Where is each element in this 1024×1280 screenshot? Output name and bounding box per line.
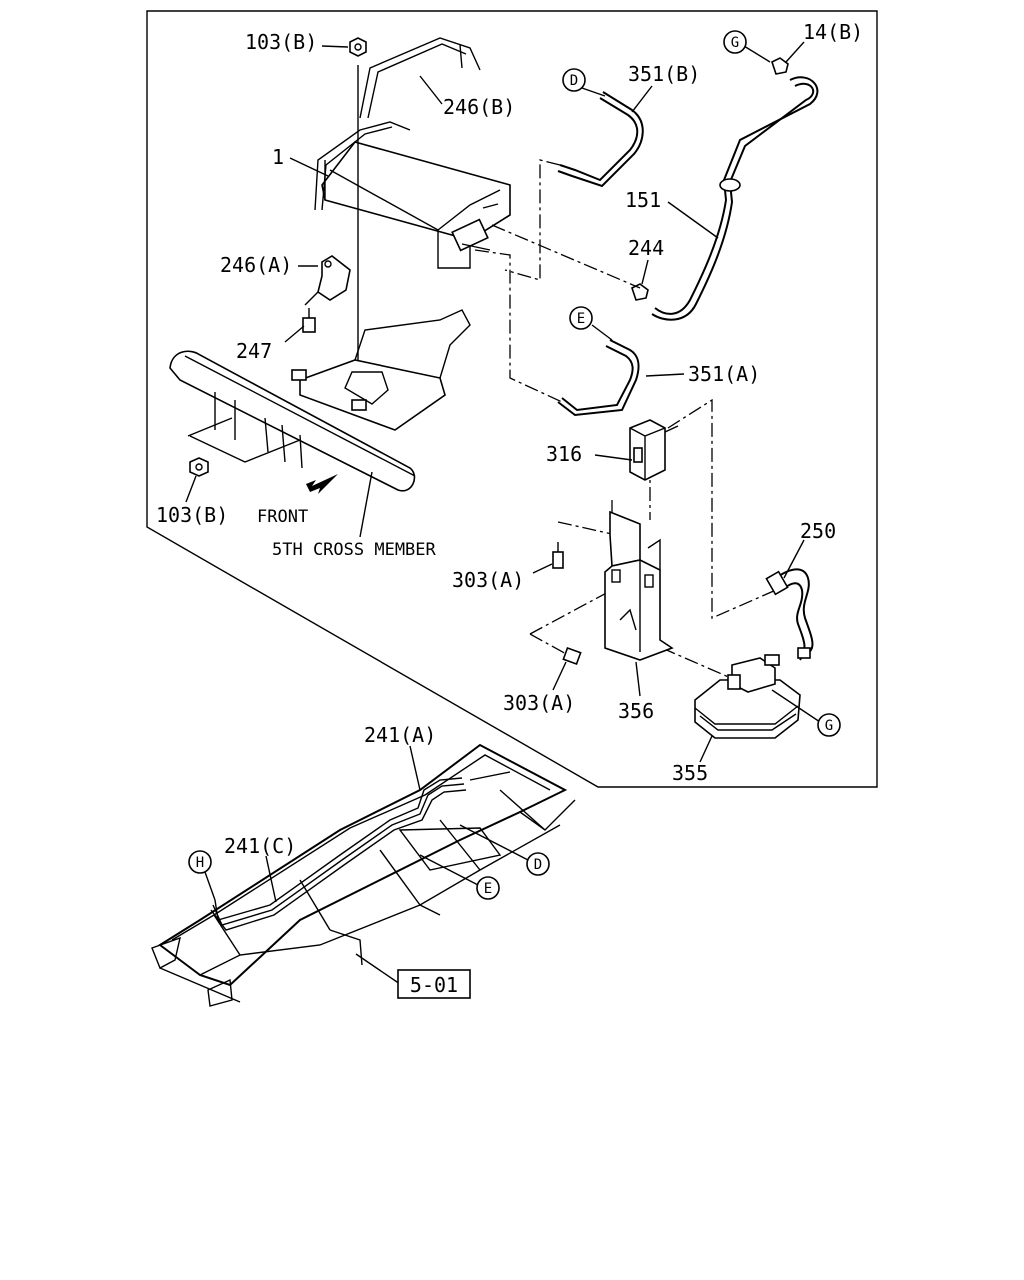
connection-line (529, 633, 569, 656)
screw-icon (552, 542, 564, 569)
label-355: 355 (672, 761, 708, 785)
canister-part (321, 141, 511, 269)
reference-box: 5-01 (397, 969, 471, 999)
bracket-part (317, 255, 351, 301)
label-1: 1 (272, 145, 284, 169)
svg-text:E: E (484, 881, 492, 897)
cross-member-part (169, 350, 416, 492)
valve-316-part (629, 419, 679, 481)
connection-line (504, 159, 561, 281)
nut-icon (349, 37, 367, 57)
connection-line (661, 647, 741, 683)
label-246a: 246(A) (220, 253, 292, 277)
clip-icon (771, 57, 789, 75)
svg-text:5-01: 5-01 (410, 973, 458, 997)
label-14b: 14(B) (803, 20, 863, 44)
label-351a: 351(A) (688, 362, 760, 386)
label-cross-member: 5TH CROSS MEMBER (272, 540, 437, 560)
svg-text:H: H (196, 855, 204, 871)
label-246b: 246(B) (443, 95, 515, 119)
label-103b-bottom: 103(B) (156, 503, 228, 527)
connection-line (529, 589, 613, 635)
clip-icon (631, 283, 649, 301)
label-151: 151 (625, 188, 661, 212)
label-241c: 241(C) (224, 834, 296, 858)
label-241a: 241(A) (364, 723, 436, 747)
strap-part (314, 37, 481, 211)
label-247: 247 (236, 339, 272, 363)
bolt-icon (302, 308, 316, 333)
label-303a-bottom: 303(A) (503, 691, 575, 715)
svg-text:G: G (825, 718, 833, 734)
hose-250-part (775, 568, 814, 656)
chassis-frame-part (151, 743, 576, 1007)
label-250: 250 (800, 519, 836, 543)
solenoid-355-part (694, 654, 801, 739)
label-103b-top: 103(B) (245, 30, 317, 54)
nut-icon (189, 457, 209, 477)
connection-line (474, 249, 563, 403)
label-303a-top: 303(A) (452, 568, 524, 592)
connection-line (491, 224, 641, 289)
label-front: FRONT (257, 507, 308, 527)
svg-text:G: G (731, 35, 739, 51)
svg-text:D: D (570, 73, 578, 89)
label-316: 316 (546, 442, 582, 466)
callout-e-top: E (569, 306, 593, 330)
hose-351b-part (559, 97, 639, 182)
callout-h: H (188, 850, 212, 874)
svg-text:D: D (534, 857, 542, 873)
callout-d-bottom: D (526, 852, 550, 876)
connection-line (557, 521, 613, 535)
connection-line (667, 398, 777, 619)
fuel-line-part (214, 777, 463, 921)
front-arrow-icon (306, 474, 338, 494)
callout-e-bottom: E (476, 876, 500, 900)
callout-g-bottom: G (817, 713, 841, 737)
svg-text:E: E (577, 311, 585, 327)
detail-frame (146, 10, 878, 788)
callout-g-top: G (723, 30, 747, 54)
callout-d-top: D (562, 68, 586, 92)
hose-351a-part (557, 339, 640, 417)
label-356: 356 (618, 699, 654, 723)
screw-icon (562, 646, 582, 666)
label-244: 244 (628, 236, 664, 260)
bracket-356-part (604, 510, 674, 661)
hose-151-part (654, 76, 819, 315)
label-351b: 351(B) (628, 62, 700, 86)
heat-shield-part (299, 359, 446, 431)
leader-lines (185, 41, 821, 985)
